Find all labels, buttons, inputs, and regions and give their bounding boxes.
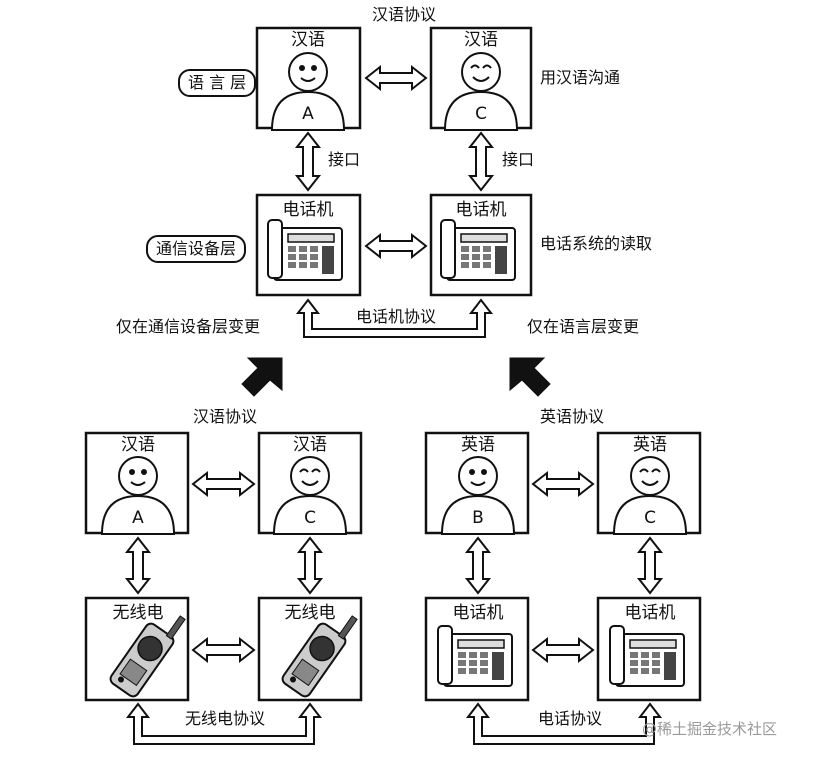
top-lang-right-letter: C: [475, 104, 487, 124]
top-lang-left-letter: A: [302, 104, 314, 124]
br-phone-protocol-arrow: [465, 702, 663, 745]
bl-lang-arrow: [191, 470, 256, 498]
top-dev-arrow: [364, 232, 428, 260]
device-layer-description: 电话系统的读取: [540, 234, 653, 253]
top-lang-arrow: [364, 64, 428, 92]
bl-lang-right-title: 汉语: [293, 435, 327, 455]
bl-dev-arrow: [191, 636, 256, 664]
bottom-right-bottom-protocol: 电话协议: [538, 709, 603, 728]
bottom-left-bottom-protocol: 无线电协议: [185, 709, 266, 728]
top-right-interface-arrow: [467, 131, 495, 192]
top-protocol-title: 汉语协议: [372, 5, 437, 24]
br-right-interface-arrow: [636, 536, 664, 595]
top-dev-right-title: 电话机: [455, 200, 507, 220]
top-lang-left-title: 汉语: [291, 30, 325, 50]
br-lang-right-letter: C: [644, 508, 656, 528]
bl-left-interface-arrow: [124, 536, 152, 595]
change-left-caption: 仅在通信设备层变更: [116, 317, 261, 336]
interface-label-right: 接口: [502, 150, 535, 169]
br-dev-left-phone-icon: [437, 625, 513, 687]
split-left-arrow: [241, 357, 283, 397]
br-dev-right-title: 电话机: [624, 603, 676, 623]
top-phone-protocol-arrow: [295, 298, 494, 338]
top-dev-right-phone-icon: [440, 219, 516, 281]
change-right-caption: 仅在语言层变更: [527, 317, 640, 336]
top-left-interface-arrow: [294, 131, 322, 192]
br-lang-arrow: [531, 470, 595, 498]
top-dev-left-phone-icon: [267, 219, 343, 281]
bl-lang-left-title: 汉语: [121, 435, 155, 455]
br-dev-left-title: 电话机: [452, 603, 504, 623]
language-layer-label: 语 言 层: [178, 69, 257, 97]
device-layer-label: 通信设备层: [146, 235, 247, 263]
bl-lang-right-letter: C: [304, 508, 316, 528]
top-bottom-protocol-label: 电话机协议: [356, 307, 437, 326]
br-left-interface-arrow: [464, 536, 492, 595]
top-dev-left-title: 电话机: [282, 200, 334, 220]
bottom-left-protocol-title: 汉语协议: [193, 407, 258, 426]
bl-lang-left-letter: A: [132, 508, 144, 528]
bl-radio-protocol-arrow: [125, 702, 323, 745]
br-lang-left-title: 英语: [461, 435, 495, 455]
br-dev-arrow: [531, 636, 595, 664]
top-lang-right-title: 汉语: [464, 30, 498, 50]
bl-dev-right-title: 无线电: [284, 603, 336, 623]
bl-right-interface-arrow: [296, 536, 324, 595]
br-lang-left-letter: B: [472, 508, 484, 528]
br-dev-right-phone-icon: [609, 625, 685, 687]
interface-label-left: 接口: [328, 150, 361, 169]
language-layer-description: 用汉语沟通: [540, 68, 621, 87]
watermark-text: @稀土掘金技术社区: [642, 720, 778, 738]
split-right-arrow: [509, 357, 551, 397]
br-lang-right-title: 英语: [633, 435, 667, 455]
bottom-right-protocol-title: 英语协议: [540, 407, 605, 426]
bl-dev-left-title: 无线电: [112, 603, 164, 623]
